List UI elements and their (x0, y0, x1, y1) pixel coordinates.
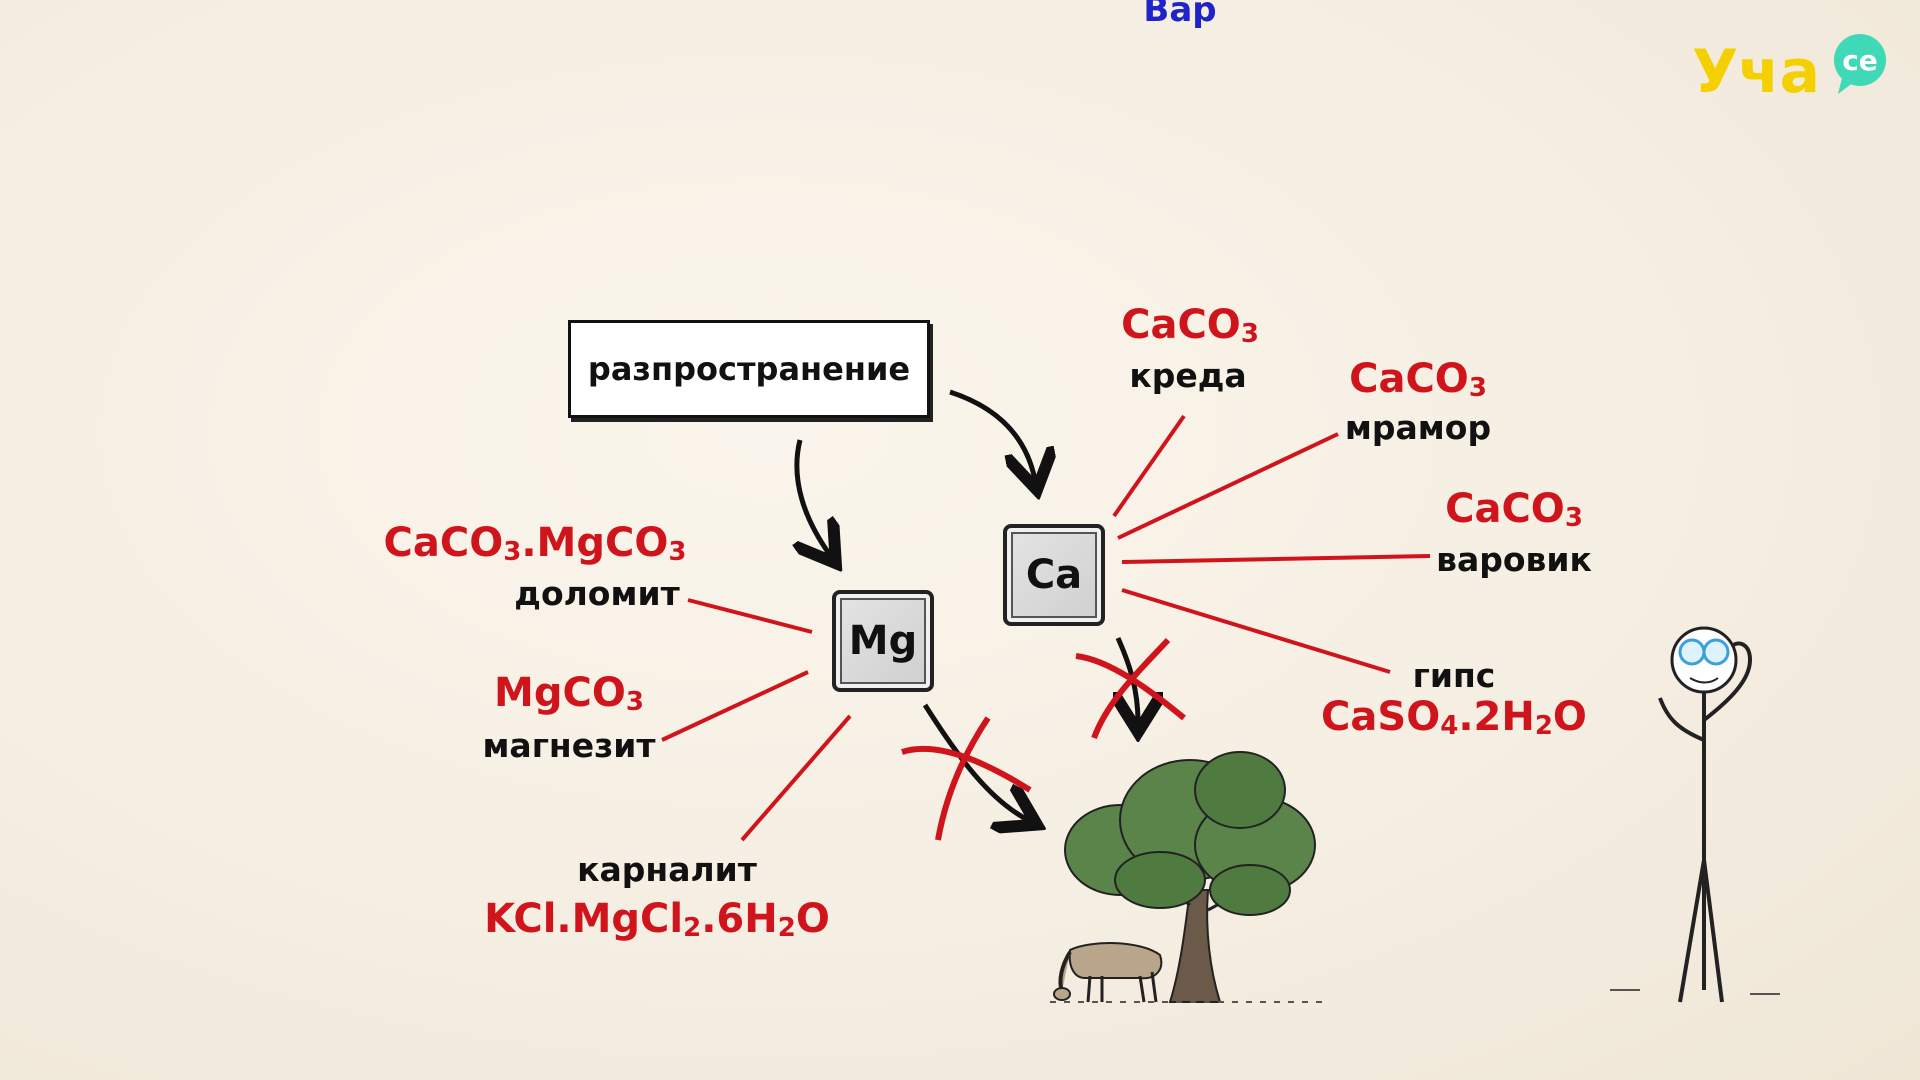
element-symbol-ca: Ca (1025, 552, 1083, 598)
logo-text: Уча (1692, 37, 1820, 107)
mineral-formula-chalk: CaCO3 (1121, 302, 1259, 349)
ucha-se-logo: Уча се (1692, 34, 1886, 107)
spread-box: разпространение (568, 320, 930, 418)
mineral-formula-magnesite: MgCO3 (494, 670, 644, 717)
stick-figure (1610, 626, 1780, 1003)
element-tile-mg: Mg (832, 590, 934, 692)
mineral-formula-dolomite: CaCO3.MgCO3 (383, 520, 687, 567)
mineral-name-carnallite: карналит (577, 850, 757, 889)
cross-mg-b (935, 716, 991, 841)
mineral-name-dolomite: доломит (514, 574, 680, 613)
logo-badge-text: се (1842, 44, 1878, 77)
mg-line-magnesite (661, 670, 809, 742)
arrow-mg-to-tree (922, 703, 1028, 820)
ca-line-marble (1117, 432, 1339, 540)
mineral-formula-carnallite: KCl.MgCl2.6H2O (484, 896, 830, 943)
mineral-name-gypsum: гипс (1412, 656, 1496, 695)
mineral-name-magnesite: магнезит (482, 726, 656, 765)
deer (1053, 942, 1163, 1003)
ca-line-gypsum (1121, 588, 1391, 674)
mineral-name-chalk: креда (1129, 356, 1247, 395)
arrow-spread-to-ca (949, 389, 1035, 480)
element-tile-ca: Ca (1003, 524, 1105, 626)
mineral-name-marble: мрамор (1344, 408, 1492, 447)
mineral-formula-limestone: CaCO3 (1445, 486, 1583, 533)
tree-canopy (1064, 751, 1316, 916)
ca-line-limestone (1121, 554, 1431, 564)
mg-line-carnallite (740, 714, 852, 842)
mineral-name-limestone: варовик (1436, 540, 1592, 579)
ca-line-chalk (1112, 414, 1186, 518)
mg-line-dolomite (687, 598, 813, 634)
mineral-formula-marble: CaCO3 (1349, 356, 1487, 403)
tree-illustration (1050, 751, 1330, 1003)
cross-ca-b (1091, 637, 1171, 740)
logo-badge-tail (1838, 78, 1854, 94)
logo-badge-bubble (1834, 34, 1886, 86)
top-title: Вар (1143, 0, 1217, 30)
element-symbol-mg: Mg (848, 618, 918, 664)
arrow-spread-to-mg (797, 439, 830, 555)
mineral-formula-gypsum: CaSO4.2H2O (1321, 694, 1587, 741)
spread-box-label: разпространение (587, 350, 911, 388)
